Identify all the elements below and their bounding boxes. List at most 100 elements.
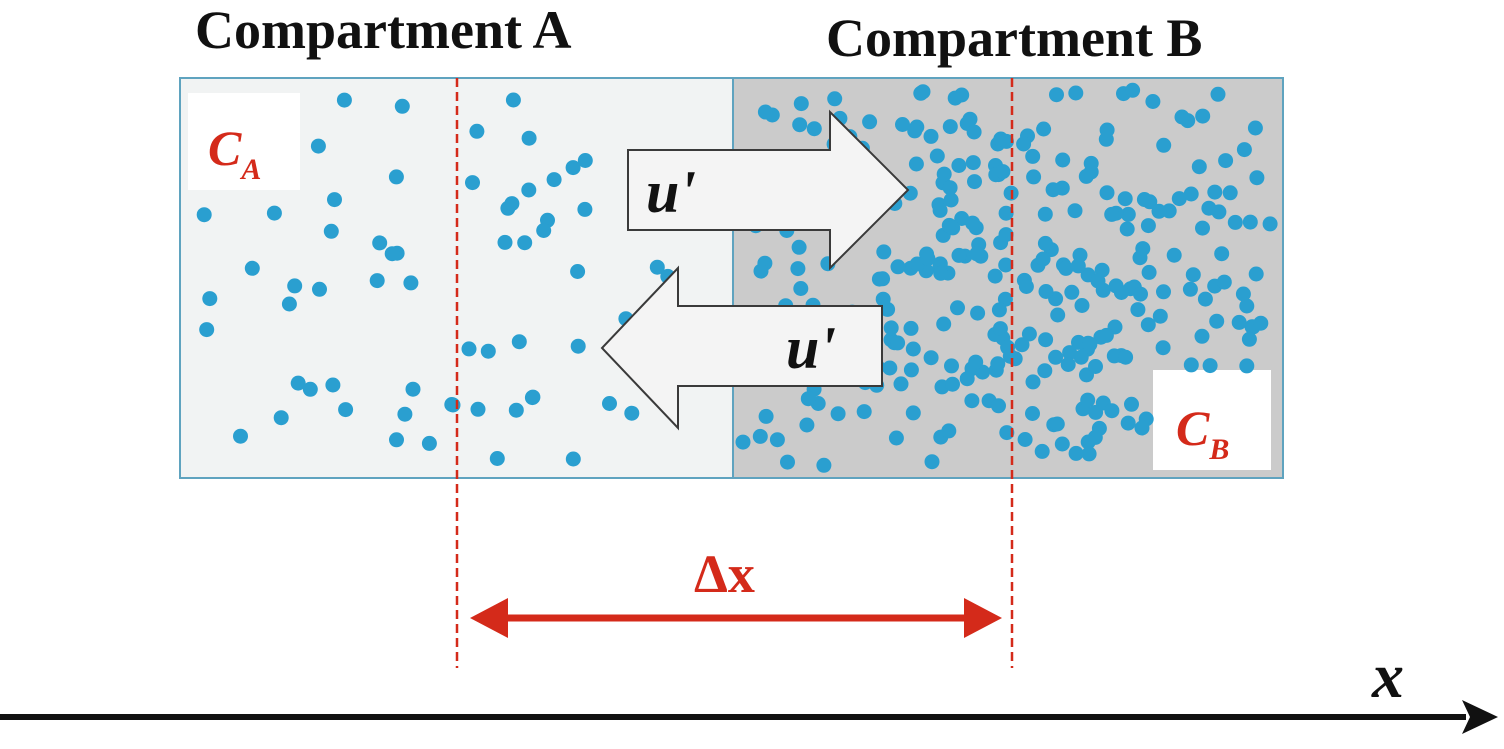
particle-dot xyxy=(1218,153,1234,169)
particle-dot xyxy=(1194,328,1210,344)
particle-dot xyxy=(735,434,751,450)
particle-dot xyxy=(944,358,959,374)
particle-dot xyxy=(856,404,872,420)
particle-dot xyxy=(323,223,339,239)
particle-dot xyxy=(1248,266,1264,282)
particle-dot xyxy=(199,322,215,338)
particle-dot xyxy=(1113,285,1129,300)
particle-dot xyxy=(1082,336,1098,352)
particle-dot xyxy=(1197,291,1213,307)
particle-dot xyxy=(388,169,404,185)
particle-dot xyxy=(990,356,1006,372)
particle-dot xyxy=(893,376,909,392)
particle-dot xyxy=(290,375,306,391)
particle-dot xyxy=(1037,206,1053,222)
particle-dot xyxy=(505,92,521,108)
particle-dot xyxy=(1099,185,1115,201)
particle-dot xyxy=(1253,315,1269,331)
particle-dot xyxy=(1037,363,1053,379)
particle-dot xyxy=(968,354,984,370)
particle-dot xyxy=(202,291,218,307)
particle-dot xyxy=(929,148,945,164)
particle-dot xyxy=(1124,396,1139,412)
particle-dot xyxy=(1140,317,1156,333)
particle-dot xyxy=(1247,120,1263,136)
particle-dot xyxy=(508,402,524,418)
particle-dot xyxy=(933,265,949,281)
particle-dot xyxy=(1235,286,1251,302)
particle-dot xyxy=(1195,220,1210,236)
particle-dot xyxy=(1074,298,1090,313)
particle-dot xyxy=(266,205,282,221)
particle-dot xyxy=(1002,348,1018,364)
particle-dot xyxy=(1236,142,1252,158)
particle-dot xyxy=(1231,314,1247,330)
particle-dot xyxy=(883,320,899,336)
particle-dot xyxy=(780,454,795,470)
particle-dot xyxy=(951,247,967,263)
particle-dot xyxy=(327,192,342,208)
particle-dot xyxy=(602,396,617,411)
particle-dot xyxy=(998,227,1014,243)
particle-dot xyxy=(325,377,341,393)
particle-dot xyxy=(310,138,326,154)
particle-dot xyxy=(932,202,948,218)
particle-dot xyxy=(1140,218,1156,234)
particle-dot xyxy=(461,341,477,357)
particle-dot xyxy=(1062,345,1078,361)
particle-dot xyxy=(1141,264,1157,280)
particle-dot xyxy=(521,182,537,198)
particle-dot xyxy=(876,244,892,260)
particle-dot xyxy=(469,123,485,139)
concentration-a-label: CA xyxy=(208,120,261,186)
particle-dot xyxy=(312,281,327,297)
flux-left-arrow xyxy=(600,265,883,431)
particle-dot xyxy=(233,428,248,444)
particle-dot xyxy=(995,164,1011,180)
particle-dot xyxy=(882,360,898,376)
particle-dot xyxy=(943,192,959,208)
particle-dot xyxy=(1104,403,1120,419)
particle-dot xyxy=(991,302,1007,318)
particle-dot xyxy=(1060,357,1076,372)
particle-dot xyxy=(1049,416,1065,432)
compartment-a-title: Compartment A xyxy=(195,0,571,60)
particle-dot xyxy=(908,156,924,172)
particle-dot xyxy=(966,124,982,140)
particle-dot xyxy=(965,155,981,171)
particle-dot xyxy=(757,104,773,120)
particle-dot xyxy=(1183,357,1199,373)
particle-dot xyxy=(903,362,919,378)
particle-dot xyxy=(907,123,923,139)
particle-dot xyxy=(1037,235,1053,251)
particle-dot xyxy=(1080,434,1096,450)
particle-dot xyxy=(1104,206,1120,222)
particle-dot xyxy=(936,166,952,182)
particle-dot xyxy=(1119,221,1135,237)
particle-dot xyxy=(1038,284,1054,299)
particle-dot xyxy=(1045,182,1061,198)
particle-dot xyxy=(1195,108,1211,124)
particle-dot xyxy=(1152,308,1168,324)
particle-dot xyxy=(336,92,352,108)
particle-dot xyxy=(905,405,921,421)
particle-dot xyxy=(389,432,404,448)
concentration-b-label-box xyxy=(1153,370,1271,470)
particle-dot xyxy=(421,435,437,451)
particle-dot xyxy=(1050,307,1066,323)
particle-dot xyxy=(480,343,496,359)
particle-dot xyxy=(998,257,1014,273)
particle-dot xyxy=(1156,137,1172,153)
particle-dot xyxy=(1099,122,1115,138)
particle-dot xyxy=(281,296,297,312)
particle-dot xyxy=(287,278,303,294)
particle-dot xyxy=(1249,170,1265,186)
particle-dot xyxy=(1017,432,1033,447)
particle-dot xyxy=(565,451,581,467)
particle-dot xyxy=(800,391,816,407)
particle-dot xyxy=(1058,260,1074,276)
particle-dot xyxy=(1090,273,1106,289)
particle-dot xyxy=(465,175,480,191)
particle-dot xyxy=(1038,332,1054,348)
particle-dot xyxy=(993,131,1009,147)
